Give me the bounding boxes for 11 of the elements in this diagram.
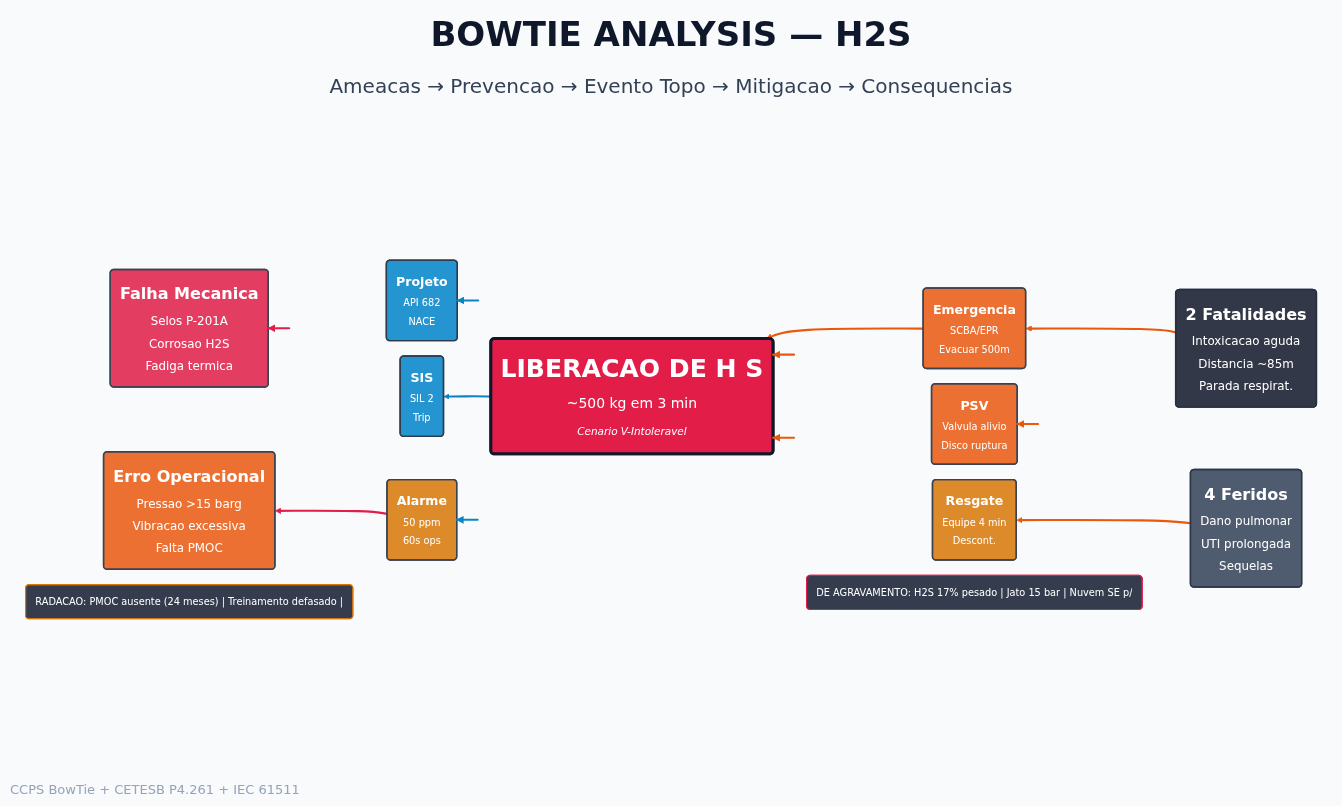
arrow [1016,517,1191,525]
title: BOWTIE ANALYSIS — H2S [430,14,912,54]
arrow [1016,420,1040,428]
arrow [766,327,924,340]
arrow [267,324,291,333]
subtitle: Ameacas → Prevencao → Evento Topo → Mitigacao → Consequencias [329,74,1013,98]
arrow [455,515,479,524]
arrow [772,350,796,359]
arrow [772,433,796,442]
arrow [456,296,480,305]
footer-note: CCPS BowTie + CETESB P4.261 + IEC 61511 [10,782,300,797]
